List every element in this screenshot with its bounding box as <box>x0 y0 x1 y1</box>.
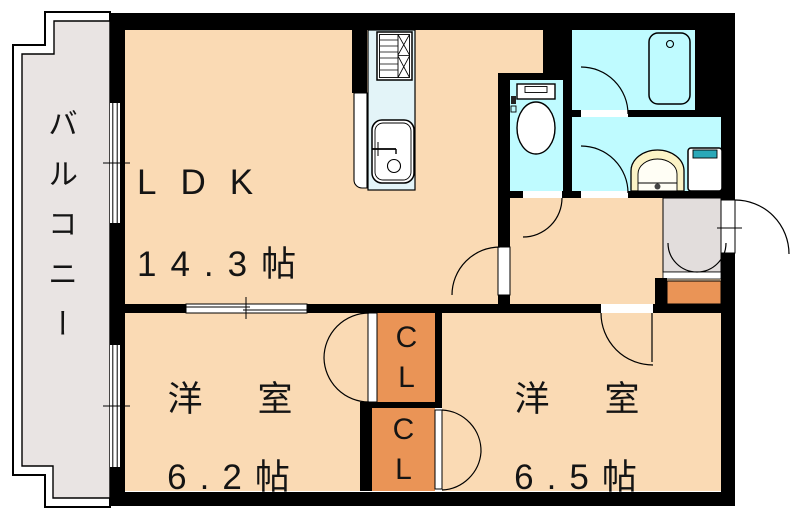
ldk-floor <box>125 30 498 305</box>
washroom-door-arc <box>580 145 629 194</box>
bedroom-b-size: 6.5帖 <box>514 458 650 497</box>
closet-upper-floor <box>377 313 435 402</box>
washing-machine-pan-icon <box>687 147 723 192</box>
window-sashes <box>103 103 742 467</box>
stove-icon <box>376 31 413 81</box>
bedroom-a-label: 洋 室 6.2帖 <box>118 350 352 519</box>
toilet-icon <box>510 83 556 155</box>
entry-door-arc <box>734 199 790 255</box>
shoe-cabinet <box>666 280 722 305</box>
bedroom-b-label: 洋 室 6.5帖 <box>462 350 702 519</box>
entry-step <box>662 271 722 280</box>
balcony-label: バルコニー <box>43 108 76 358</box>
door-arcs <box>323 66 790 491</box>
entry-door-opening <box>720 199 736 254</box>
bedroom-b-name: 洋 室 <box>514 380 650 419</box>
ldk-size: 14.3帖 <box>137 245 311 284</box>
ldk-label: LDK 14.3帖 <box>137 133 310 314</box>
entry-floor <box>662 197 722 273</box>
balcony-floor <box>21 20 111 499</box>
toilet-door-opening <box>523 191 562 198</box>
bedroom-a-size: 6.2帖 <box>167 458 303 497</box>
kitchen-counter-edge <box>353 92 368 189</box>
ldk-name: LDK <box>137 163 278 202</box>
vanity-icon <box>630 149 685 192</box>
closet-lower-label: CL <box>387 413 420 493</box>
closet-lower-door-leaf <box>434 409 443 490</box>
bedroom-b-door-opening <box>601 304 653 313</box>
bedroom-b-floor <box>442 313 722 491</box>
ldk-hall-door-arc <box>451 246 501 296</box>
bedroom-a-floor <box>125 313 368 491</box>
bathroom-floor <box>572 30 695 110</box>
closet-lower-floor <box>372 408 435 491</box>
ldk-hall-door-leaf <box>497 246 511 296</box>
bathroom-door-arc <box>580 66 629 115</box>
washroom-door-opening <box>581 191 628 198</box>
ldk-floor-nook <box>498 30 543 73</box>
bathroom-door-opening <box>581 110 628 117</box>
closet-upper-door-arcs <box>323 312 370 403</box>
closet-upper-label: CL <box>390 321 423 401</box>
bathtub-icon <box>648 32 691 105</box>
bedroom-b-door-arc <box>600 312 654 366</box>
walls <box>110 13 735 506</box>
toilet-door-arc <box>522 197 563 238</box>
shoe-cabinet-door-arcs <box>667 242 727 273</box>
closet-upper-door-leaf <box>367 312 378 403</box>
bedroom-a-name: 洋 室 <box>167 380 303 419</box>
kitchen-sink-icon <box>371 119 415 184</box>
closet-lower-door-arcs <box>441 409 482 491</box>
